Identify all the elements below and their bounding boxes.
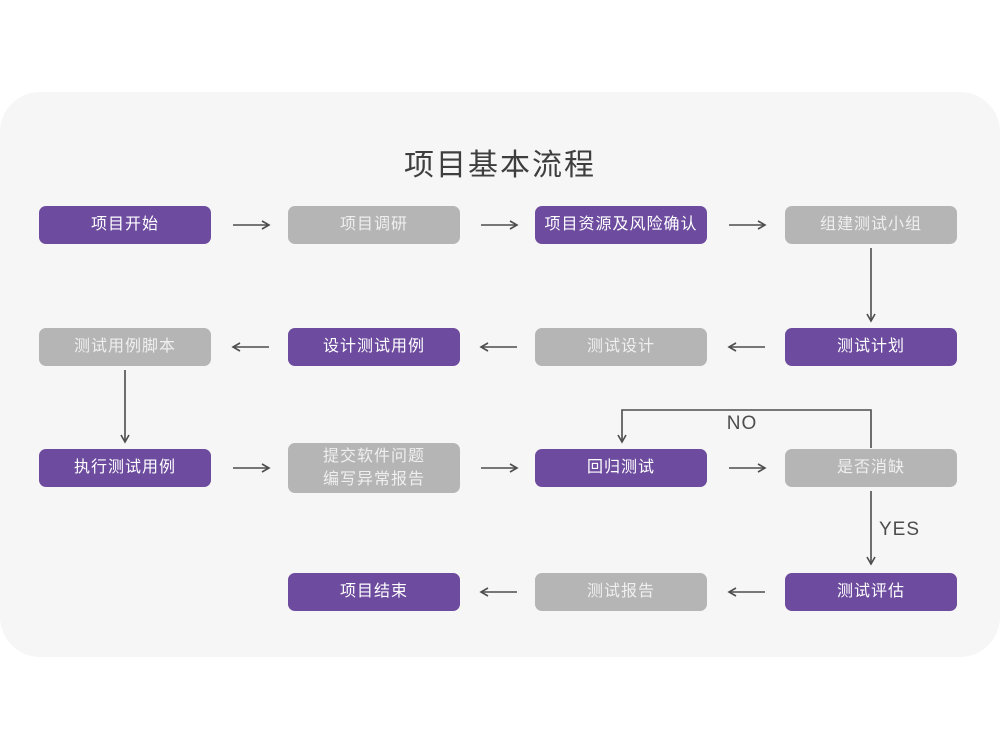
flow-node-submit-issue-report: 提交软件问题 编写异常报告 (288, 443, 460, 493)
flow-node-regression-test: 回归测试 (535, 449, 707, 487)
page-title: 项目基本流程 (404, 149, 596, 182)
flowchart-card (0, 92, 1000, 657)
flow-node-project-start: 项目开始 (39, 206, 211, 244)
decision-label-no: NO (726, 413, 758, 434)
flow-node-resource-risk: 项目资源及风险确认 (535, 206, 707, 244)
flow-node-test-report: 测试报告 (535, 573, 707, 611)
decision-label-yes: YES (879, 519, 921, 540)
flow-node-test-design: 测试设计 (535, 328, 707, 366)
flow-node-test-case-scripts: 测试用例脚本 (39, 328, 211, 366)
flow-node-defect-resolved: 是否消缺 (785, 449, 957, 487)
flow-node-build-test-team: 组建测试小组 (785, 206, 957, 244)
flow-node-design-test-cases: 设计测试用例 (288, 328, 460, 366)
flow-node-project-research: 项目调研 (288, 206, 460, 244)
flow-node-test-evaluation: 测试评估 (785, 573, 957, 611)
flow-node-execute-test-cases: 执行测试用例 (39, 449, 211, 487)
flow-node-project-end: 项目结束 (288, 573, 460, 611)
flow-node-test-plan: 测试计划 (785, 328, 957, 366)
